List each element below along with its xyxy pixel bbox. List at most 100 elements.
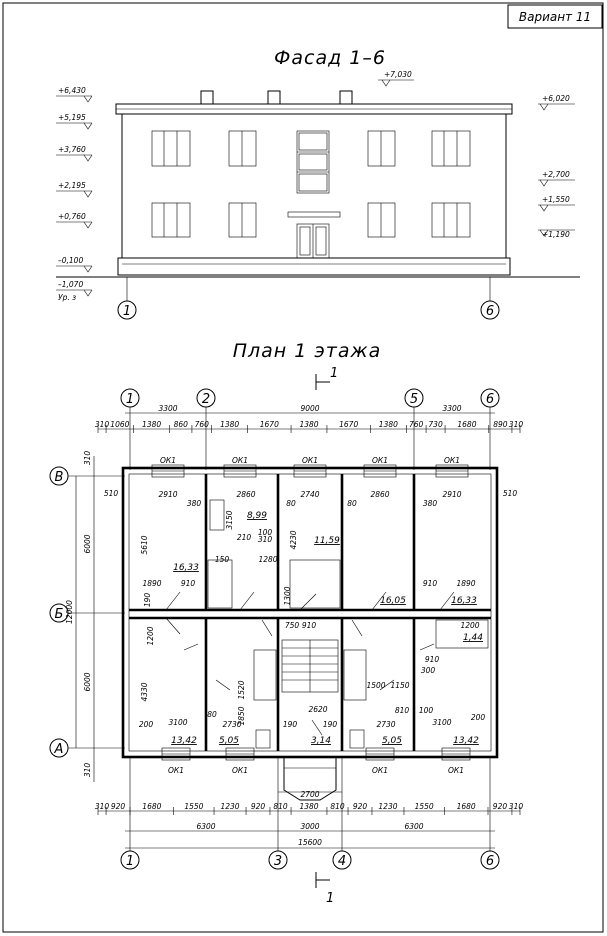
bottom-detail-dim-4: 1550 — [184, 802, 203, 811]
inner-dim-24: 1200 — [460, 621, 479, 630]
bottom-total: 15600 — [298, 838, 322, 847]
axis-bottom-6: 6 — [486, 854, 494, 869]
level-left-3: +3,760 — [58, 145, 86, 154]
top-detail-dim-3: 1380 — [142, 420, 161, 429]
bottom-detail-dim-12: 1550 — [415, 802, 434, 811]
inner-dim-42: 1850 — [237, 706, 246, 725]
inner-dim-31: 2730 — [376, 720, 395, 729]
bottom-detail-dim-5: 1230 — [220, 802, 239, 811]
room-area-7: 13,42 — [171, 736, 197, 746]
axis-bottom-4: 4 — [338, 854, 346, 869]
inner-dim-32: 2620 — [308, 705, 327, 714]
bottom-detail-dim-11: 1230 — [378, 802, 397, 811]
inner-dim-46: 150 — [215, 555, 230, 564]
inner-dim-37: 810 — [395, 706, 410, 715]
inner-dim-35: 1500 — [366, 681, 385, 690]
inner-dim-1: 2910 — [158, 490, 177, 499]
room-area-6: 1,44 — [463, 633, 483, 643]
inner-dim-45: 310 — [258, 535, 273, 544]
room-area-8: 5,05 — [219, 736, 239, 746]
left-axes: В Б А — [49, 456, 125, 782]
top-detail-dim-9: 1670 — [339, 420, 358, 429]
bottom-detail-dim-10: 920 — [353, 802, 368, 811]
side-part-2: 6000 — [83, 672, 92, 691]
inner-dim-5: 2910 — [442, 490, 461, 499]
inner-dim-47: 210 — [237, 533, 252, 542]
level-left-7: –1,070 — [58, 280, 83, 289]
window-label-top-5: ОК1 — [444, 456, 460, 465]
window-label-top-2: ОК1 — [232, 456, 248, 465]
inner-dim-17: 910 — [423, 579, 438, 588]
inner-dim-33: 190 — [283, 720, 298, 729]
top-overall-1: 3300 — [158, 404, 177, 413]
room-area-3: 16,33 — [173, 563, 199, 573]
inner-dim-13: 3150 — [225, 510, 234, 529]
level-right-1: +6,020 — [542, 94, 570, 103]
inner-dim-34: 190 — [323, 720, 338, 729]
top-overall-3: 3300 — [442, 404, 461, 413]
axis-top-5: 5 — [410, 392, 418, 407]
room-area-2: 11,59 — [314, 536, 340, 546]
top-detail-dim-5: 760 — [195, 420, 210, 429]
bottom-detail-dim-9: 810 — [330, 802, 345, 811]
variant-label: Вариант 11 — [519, 10, 591, 24]
section-mark-bottom: 1 — [326, 891, 334, 906]
window-label-top-1: ОК1 — [160, 456, 176, 465]
inner-dim-44: 100 — [258, 528, 273, 537]
side-small-1: 310 — [83, 451, 92, 466]
room-area-9: 3,14 — [311, 736, 331, 746]
facade-axis-6: 6 — [486, 304, 494, 319]
inner-dim-10: 80 — [286, 499, 296, 508]
inner-dim-6: 510 — [104, 489, 119, 498]
top-detail-dim-11: 760 — [409, 420, 424, 429]
top-detail-dim-10: 1380 — [379, 420, 398, 429]
top-detail-dim-12: 730 — [428, 420, 443, 429]
inner-dim-16: 910 — [181, 579, 196, 588]
inner-dim-43: 80 — [207, 710, 217, 719]
window-label-bottom-3: ОК1 — [372, 766, 388, 775]
top-axes: 1 2 5 6 — [120, 388, 500, 470]
window-label-bottom-4: ОК1 — [448, 766, 464, 775]
side-small-2: 310 — [83, 763, 92, 778]
axis-left-b: Б — [55, 607, 64, 622]
inner-dim-11: 80 — [347, 499, 357, 508]
room-area-10: 5,05 — [382, 736, 402, 746]
top-detail-dim-2: 1060 — [110, 420, 129, 429]
axis-top-2: 2 — [202, 392, 210, 407]
stair-dim: 2700 — [300, 790, 319, 799]
top-detail-dim-1: 310 — [95, 420, 110, 429]
bottom-mid-1: 6300 — [196, 822, 215, 831]
window-label-bottom-1: ОК1 — [168, 766, 184, 775]
inner-dim-25: 4330 — [140, 682, 149, 701]
inner-dim-38: 100 — [419, 706, 434, 715]
inner-dim-41: 1520 — [237, 680, 246, 699]
window-label-bottom-2: ОК1 — [232, 766, 248, 775]
room-area-1: 8,99 — [247, 511, 267, 521]
plan-title: План 1 этажа — [233, 340, 382, 362]
inner-dim-2: 2860 — [236, 490, 255, 499]
top-detail-dim-6: 1380 — [220, 420, 239, 429]
inner-dim-18: 1890 — [456, 579, 475, 588]
inner-dim-40: 910 — [425, 655, 440, 664]
variant-box — [507, 4, 603, 29]
axis-left-a: А — [54, 742, 64, 757]
axis-top-6: 6 — [486, 392, 494, 407]
inner-dim-12: 5610 — [140, 535, 149, 554]
top-detail-dim-8: 1380 — [299, 420, 318, 429]
facade-axis-1: 1 — [123, 304, 131, 319]
side-part-1: 6000 — [83, 534, 92, 553]
inner-dim-20: 1300 — [283, 586, 292, 605]
inner-dim-4: 2860 — [370, 490, 389, 499]
inner-dim-8: 380 — [187, 499, 202, 508]
top-detail-dim-4: 860 — [174, 420, 189, 429]
inner-dim-19: 190 — [143, 593, 152, 608]
axis-left-v: В — [55, 470, 64, 485]
room-area-11: 13,42 — [453, 736, 479, 746]
level-right-3: +1,550 — [542, 195, 570, 204]
inner-dim-7: 510 — [503, 489, 518, 498]
window-label-top-4: ОК1 — [372, 456, 388, 465]
